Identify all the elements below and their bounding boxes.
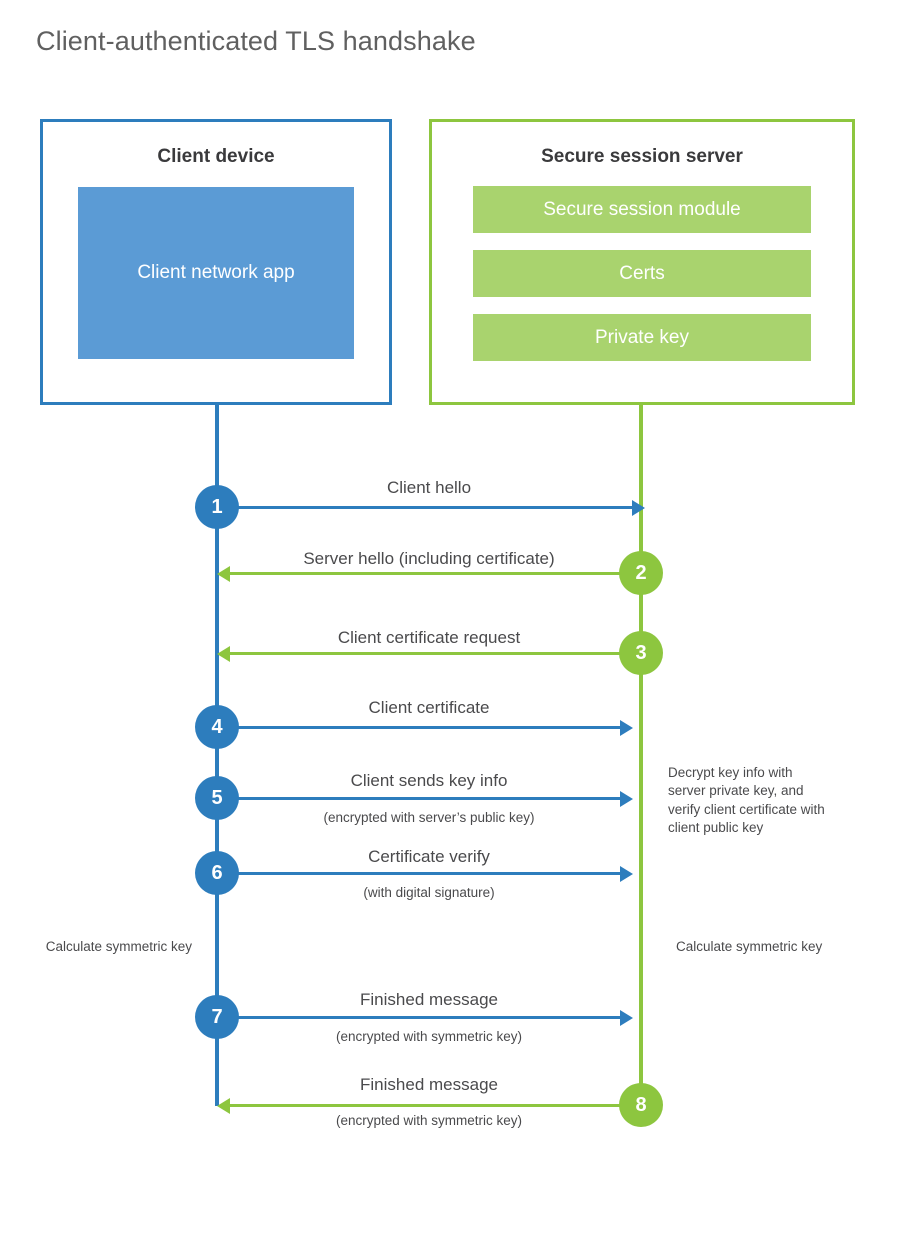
step-3-circle: 3 <box>619 631 663 675</box>
step-4-circle: 4 <box>195 705 239 749</box>
step-8-label: Finished message <box>360 1075 498 1094</box>
step-5-arrow-line <box>217 797 621 800</box>
client-lifeline <box>215 403 219 1106</box>
step-6-arrow-line <box>217 872 621 875</box>
step-2-arrow-head-icon <box>217 565 230 582</box>
server-decrypt-note: Decrypt key info with server private key… <box>668 765 825 836</box>
step-7-arrow-line <box>217 1016 621 1019</box>
step-2-label: Server hello (including certificate) <box>303 549 555 568</box>
server-lifeline <box>639 403 643 1106</box>
step-4-arrow-line <box>217 726 621 729</box>
client-device-title: Client device <box>157 146 275 167</box>
step-8-arrow-line <box>230 1104 641 1107</box>
step-2-arrow-line <box>230 572 641 575</box>
step-5-label: Client sends key info <box>350 771 508 790</box>
step-5-circle: 5 <box>195 776 239 820</box>
step-4-label: Client certificate <box>368 698 490 717</box>
server-calculate-symmetric-key-note: Calculate symmetric key <box>676 939 823 954</box>
certs-block: Certs <box>473 250 811 297</box>
step-5-arrow-head-icon <box>620 790 633 807</box>
page-title: Client-authenticated TLS handshake <box>36 26 476 56</box>
step-1-arrow-head-icon <box>632 499 645 516</box>
secure-session-module-block: Secure session module <box>473 186 811 233</box>
client-device-box: Client device Client network app <box>40 119 392 405</box>
step-8-sublabel: (encrypted with symmetric key) <box>335 1113 523 1128</box>
step-7-label: Finished message <box>360 990 498 1009</box>
step-6-label: Certificate verify <box>368 847 490 866</box>
step-8-arrow-head-icon <box>217 1097 230 1114</box>
secure-session-server-title: Secure session server <box>541 146 743 167</box>
step-3-arrow-head-icon <box>217 645 230 662</box>
step-2-circle: 2 <box>619 551 663 595</box>
step-3-label: Client certificate request <box>337 628 521 647</box>
client-calculate-symmetric-key-note: Calculate symmetric key <box>45 939 192 954</box>
secure-session-server-box: Secure session server Secure session mod… <box>429 119 855 405</box>
private-key-block: Private key <box>473 314 811 361</box>
client-network-app-block: Client network app <box>78 187 354 359</box>
step-1-circle: 1 <box>195 485 239 529</box>
step-5-sublabel: (encrypted with server’s public key) <box>323 810 535 825</box>
step-1-arrow-line <box>217 506 633 509</box>
step-3-arrow-line <box>230 652 641 655</box>
step-1-label: Client hello <box>386 478 472 497</box>
step-7-sublabel: (encrypted with symmetric key) <box>335 1029 523 1044</box>
step-7-circle: 7 <box>195 995 239 1039</box>
step-6-sublabel: (with digital signature) <box>363 885 495 900</box>
step-8-circle: 8 <box>619 1083 663 1127</box>
step-6-circle: 6 <box>195 851 239 895</box>
step-4-arrow-head-icon <box>620 719 633 736</box>
step-6-arrow-head-icon <box>620 865 633 882</box>
step-7-arrow-head-icon <box>620 1009 633 1026</box>
